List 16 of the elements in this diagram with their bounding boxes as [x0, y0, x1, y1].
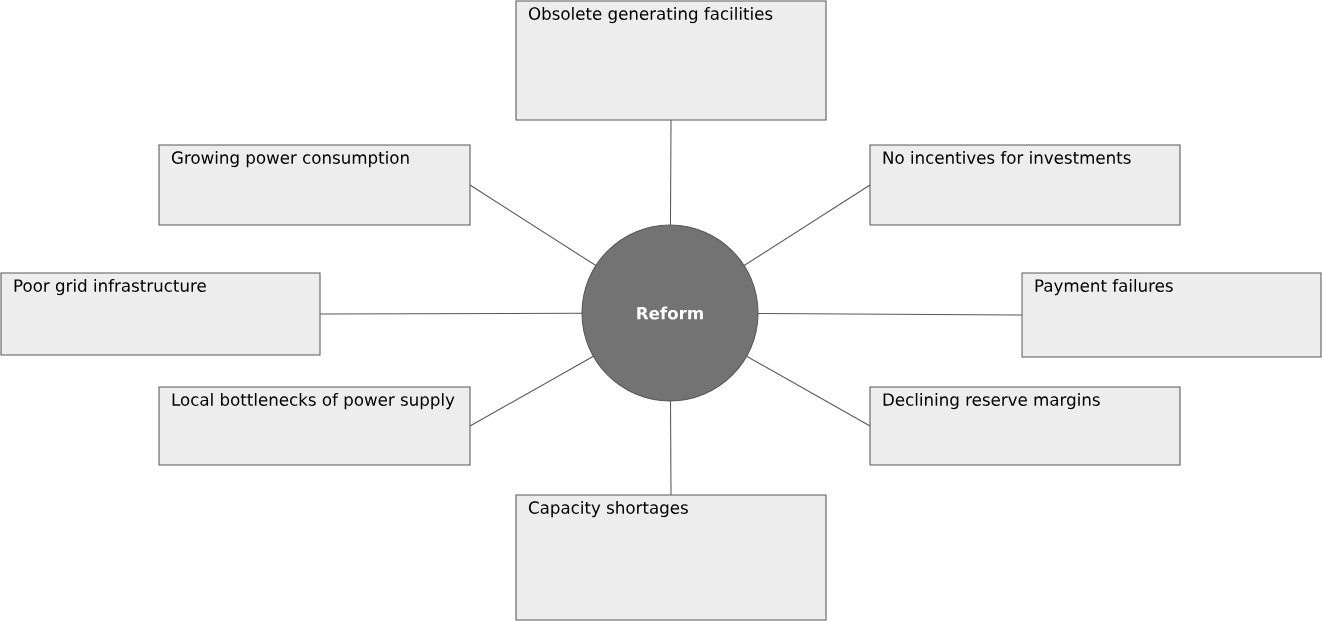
connector-line [757, 312, 1023, 316]
connector-line [469, 355, 594, 427]
text-box: Capacity shortages [515, 494, 827, 621]
text-box: Payment failures [1021, 272, 1322, 358]
text-box: Poor grid infrastructure [0, 272, 321, 356]
connector-line [469, 184, 597, 267]
connector-line [319, 312, 583, 315]
connector-line [743, 184, 871, 267]
connector-line [669, 400, 672, 496]
text-box: Growing power consumption [158, 144, 471, 226]
connector-line [746, 355, 871, 427]
text-box: Obsolete generating facilities [515, 0, 827, 121]
text-box: Declining reserve margins [869, 386, 1181, 466]
text-box: Local bottlenecks of power supply [158, 386, 471, 466]
connector-line [669, 119, 672, 226]
text-box: No incentives for investments [869, 144, 1181, 226]
